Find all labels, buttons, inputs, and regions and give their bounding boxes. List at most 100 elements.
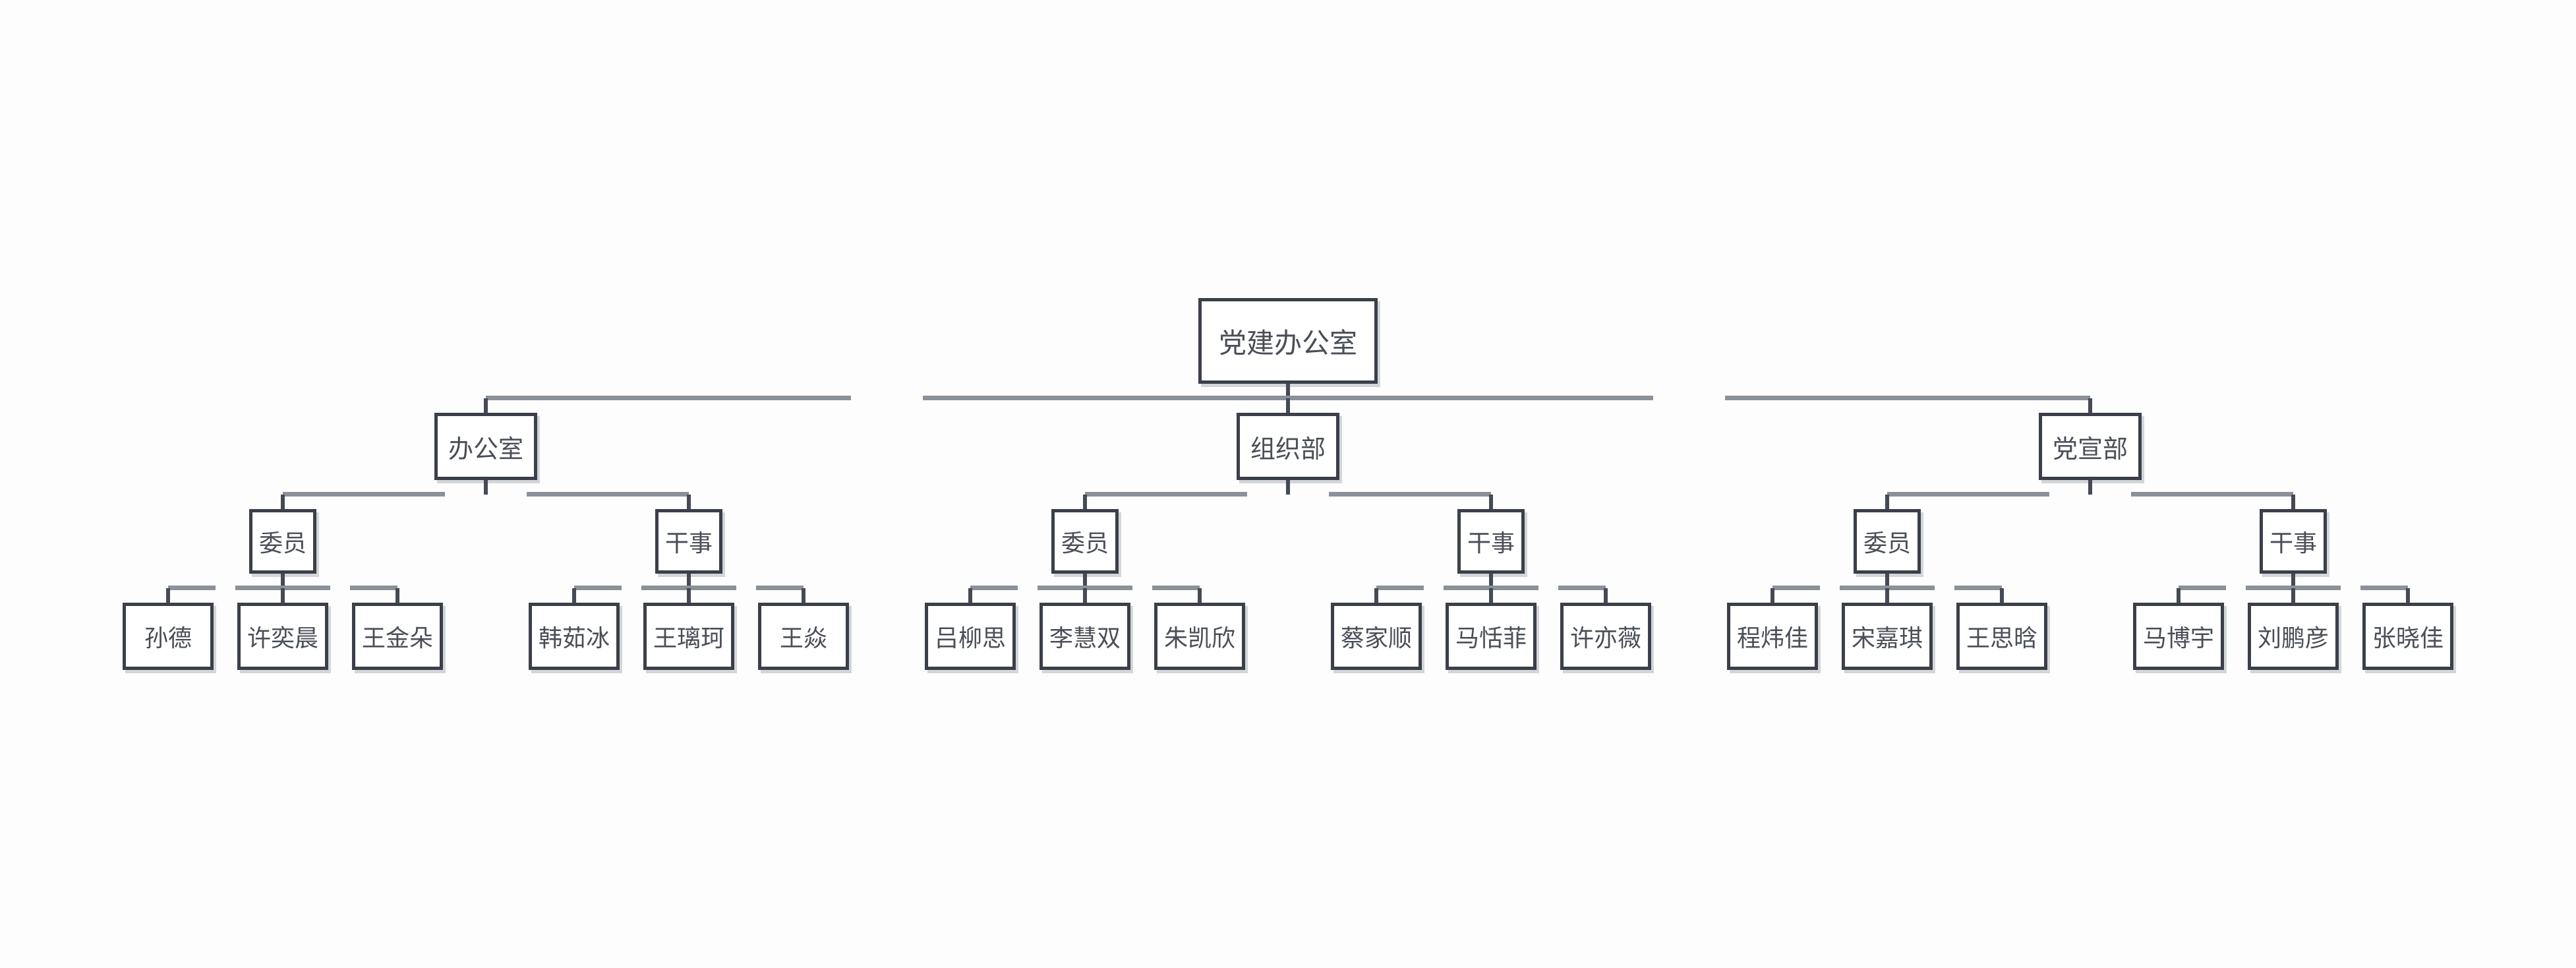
org-node: 党建办公室 xyxy=(1198,298,1378,384)
org-branch: 吕柳思 xyxy=(925,586,1018,670)
connector-vertical xyxy=(1286,480,1290,495)
org-branch: 宋嘉琪 xyxy=(1840,586,1935,670)
org-node: 韩茹冰 xyxy=(529,603,620,670)
org-node: 马恬菲 xyxy=(1446,603,1537,670)
org-subtree: 马恬菲 xyxy=(1446,603,1537,670)
org-branch: 干事蔡家顺马恬菲许亦薇 xyxy=(1329,492,1651,670)
org-subtree: 办公室委员孙德许奕晨王金朵干事韩茹冰王璃珂王焱 xyxy=(123,413,849,670)
org-subtree: 党宣部委员程炜佳宋嘉琪王思晗干事马博宇刘鹏彦张晓佳 xyxy=(1727,413,2453,670)
org-branch: 马恬菲 xyxy=(1444,586,1538,670)
connector-vertical xyxy=(2291,574,2295,588)
org-branch: 党宣部委员程炜佳宋嘉琪王思晗干事马博宇刘鹏彦张晓佳 xyxy=(1725,396,2453,670)
org-node: 孙德 xyxy=(123,603,214,670)
org-subtree: 王金朵 xyxy=(352,603,443,670)
org-branch: 王焱 xyxy=(756,586,849,670)
org-subtree: 刘鹏彦 xyxy=(2248,603,2339,670)
org-subtree: 王焱 xyxy=(758,603,849,670)
org-subtree: 党建办公室办公室委员孙德许奕晨王金朵干事韩茹冰王璃珂王焱组织部委员吕柳思李慧双朱… xyxy=(123,298,2453,670)
org-subtree: 孙德 xyxy=(123,603,214,670)
org-branch: 委员吕柳思李慧双朱凯欣 xyxy=(925,492,1247,670)
org-children: 委员孙德许奕晨王金朵干事韩茹冰王璃珂王焱 xyxy=(123,492,849,670)
org-node: 王焱 xyxy=(758,603,849,670)
org-branch: 王璃珂 xyxy=(641,586,736,670)
org-branch: 韩茹冰 xyxy=(529,586,622,670)
org-children: 办公室委员孙德许奕晨王金朵干事韩茹冰王璃珂王焱组织部委员吕柳思李慧双朱凯欣干事蔡… xyxy=(123,396,2453,670)
org-node: 刘鹏彦 xyxy=(2248,603,2339,670)
org-branch: 李慧双 xyxy=(1038,586,1132,670)
org-branch: 张晓佳 xyxy=(2360,586,2453,670)
org-branch: 朱凯欣 xyxy=(1152,586,1245,670)
org-children: 韩茹冰王璃珂王焱 xyxy=(529,586,849,670)
org-node: 许奕晨 xyxy=(237,603,328,670)
org-branch: 干事韩茹冰王璃珂王焱 xyxy=(527,492,849,670)
org-branch: 委员孙德许奕晨王金朵 xyxy=(123,492,445,670)
org-children: 马博宇刘鹏彦张晓佳 xyxy=(2133,586,2453,670)
org-node: 干事 xyxy=(2259,509,2327,574)
org-subtree: 李慧双 xyxy=(1039,603,1130,670)
org-subtree: 委员孙德许奕晨王金朵 xyxy=(123,509,443,670)
org-node: 王金朵 xyxy=(352,603,443,670)
org-chart: 党建办公室办公室委员孙德许奕晨王金朵干事韩茹冰王璃珂王焱组织部委员吕柳思李慧双朱… xyxy=(123,298,2453,670)
org-branch: 组织部委员吕柳思李慧双朱凯欣干事蔡家顺马恬菲许亦薇 xyxy=(923,396,1653,670)
org-node: 张晓佳 xyxy=(2362,603,2453,670)
connector-vertical xyxy=(2088,480,2092,495)
org-subtree: 干事马博宇刘鹏彦张晓佳 xyxy=(2133,509,2453,670)
org-node: 干事 xyxy=(1457,509,1525,574)
org-subtree: 蔡家顺 xyxy=(1331,603,1422,670)
org-branch: 许亦薇 xyxy=(1558,586,1651,670)
org-subtree: 王璃珂 xyxy=(643,603,734,670)
org-subtree: 宋嘉琪 xyxy=(1842,603,1933,670)
org-subtree: 王思晗 xyxy=(1956,603,2047,670)
org-branch: 刘鹏彦 xyxy=(2246,586,2341,670)
org-node: 蔡家顺 xyxy=(1331,603,1422,670)
org-children: 蔡家顺马恬菲许亦薇 xyxy=(1331,586,1651,670)
org-children: 委员程炜佳宋嘉琪王思晗干事马博宇刘鹏彦张晓佳 xyxy=(1727,492,2453,670)
org-children: 程炜佳宋嘉琪王思晗 xyxy=(1727,586,2047,670)
org-subtree: 韩茹冰 xyxy=(529,603,620,670)
org-subtree: 许亦薇 xyxy=(1560,603,1651,670)
org-branch: 委员程炜佳宋嘉琪王思晗 xyxy=(1727,492,2049,670)
org-node: 李慧双 xyxy=(1039,603,1130,670)
org-node: 王思晗 xyxy=(1956,603,2047,670)
org-subtree: 马博宇 xyxy=(2133,603,2224,670)
org-children: 孙德许奕晨王金朵 xyxy=(123,586,443,670)
connector-vertical xyxy=(1489,574,1493,588)
org-branch: 许奕晨 xyxy=(235,586,330,670)
org-subtree: 干事蔡家顺马恬菲许亦薇 xyxy=(1331,509,1651,670)
org-node: 委员 xyxy=(1853,509,1921,574)
org-node: 干事 xyxy=(655,509,722,574)
org-branch: 蔡家顺 xyxy=(1331,586,1424,670)
org-subtree: 张晓佳 xyxy=(2362,603,2453,670)
connector-vertical xyxy=(1083,574,1087,588)
org-subtree: 吕柳思 xyxy=(925,603,1016,670)
org-children: 委员吕柳思李慧双朱凯欣干事蔡家顺马恬菲许亦薇 xyxy=(925,492,1651,670)
org-branch: 马博宇 xyxy=(2133,586,2226,670)
connector-vertical xyxy=(484,480,488,495)
org-branch: 干事马博宇刘鹏彦张晓佳 xyxy=(2131,492,2453,670)
org-branch: 程炜佳 xyxy=(1727,586,1820,670)
org-subtree: 干事韩茹冰王璃珂王焱 xyxy=(529,509,849,670)
org-branch: 办公室委员孙德许奕晨王金朵干事韩茹冰王璃珂王焱 xyxy=(123,396,851,670)
org-subtree: 程炜佳 xyxy=(1727,603,1818,670)
org-branch: 王思晗 xyxy=(1954,586,2047,670)
connector-vertical xyxy=(1885,574,1889,588)
org-subtree: 组织部委员吕柳思李慧双朱凯欣干事蔡家顺马恬菲许亦薇 xyxy=(925,413,1651,670)
org-subtree: 委员吕柳思李慧双朱凯欣 xyxy=(925,509,1245,670)
connector-vertical xyxy=(281,574,285,588)
org-node: 程炜佳 xyxy=(1727,603,1818,670)
org-node: 办公室 xyxy=(434,413,537,480)
org-node: 吕柳思 xyxy=(925,603,1016,670)
org-node: 党宣部 xyxy=(2038,413,2142,480)
org-node: 许亦薇 xyxy=(1560,603,1651,670)
org-node: 朱凯欣 xyxy=(1154,603,1245,670)
connector-vertical xyxy=(1286,384,1290,398)
org-node: 委员 xyxy=(249,509,316,574)
org-node: 委员 xyxy=(1051,509,1119,574)
org-node: 宋嘉琪 xyxy=(1842,603,1933,670)
org-children: 吕柳思李慧双朱凯欣 xyxy=(925,586,1245,670)
org-subtree: 朱凯欣 xyxy=(1154,603,1245,670)
connector-vertical xyxy=(687,574,691,588)
org-branch: 孙德 xyxy=(123,586,216,670)
org-subtree: 许奕晨 xyxy=(237,603,328,670)
